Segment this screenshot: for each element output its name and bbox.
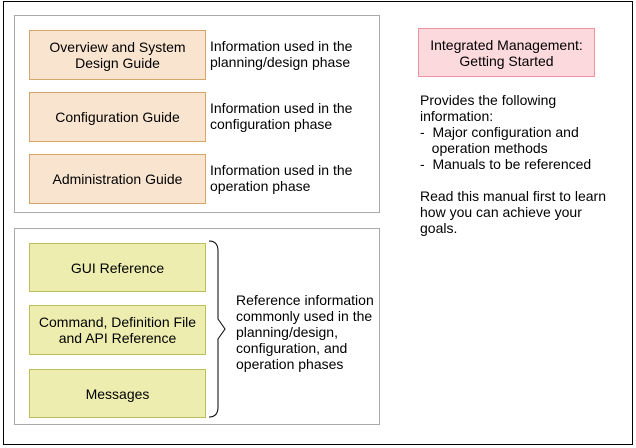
manual-box-command-definition-api-reference: Command, Definition File and API Referen… [29, 305, 206, 355]
manual-box-getting-started: Integrated Management: Getting Started [418, 28, 595, 77]
manual-box-label: GUI Reference [70, 259, 165, 276]
manual-description: Information used in the operation phase [210, 162, 353, 194]
curly-brace [208, 240, 226, 418]
manual-box-label: Command, Definition File and API Referen… [38, 314, 197, 346]
manual-description: Information used in the configuration ph… [210, 100, 353, 132]
manual-box-gui-reference: GUI Reference [29, 243, 206, 292]
manual-box-label: Integrated Management: Getting Started [430, 36, 583, 69]
manual-box-label: Overview and System Design Guide [49, 39, 186, 71]
manual-box-label: Administration Guide [52, 171, 183, 187]
phase-manuals-group: Overview and System Design Guide Informa… [14, 15, 380, 213]
manual-box-administration-guide: Administration Guide [29, 154, 206, 204]
reference-group-note: Reference information commonly used in t… [236, 292, 374, 372]
outer-border [3, 1, 633, 445]
manual-box-overview-design-guide: Overview and System Design Guide [29, 30, 206, 80]
manual-box-label: Configuration Guide [55, 109, 180, 125]
manual-box-label: Messages [85, 385, 150, 402]
getting-started-description: Provides the following information: - Ma… [420, 92, 606, 236]
reference-manuals-group: GUI Reference Command, Definition File a… [14, 228, 380, 425]
manual-box-messages: Messages [29, 369, 206, 418]
manual-description: Information used in the planning/design … [210, 38, 353, 70]
manual-box-configuration-guide: Configuration Guide [29, 92, 206, 142]
